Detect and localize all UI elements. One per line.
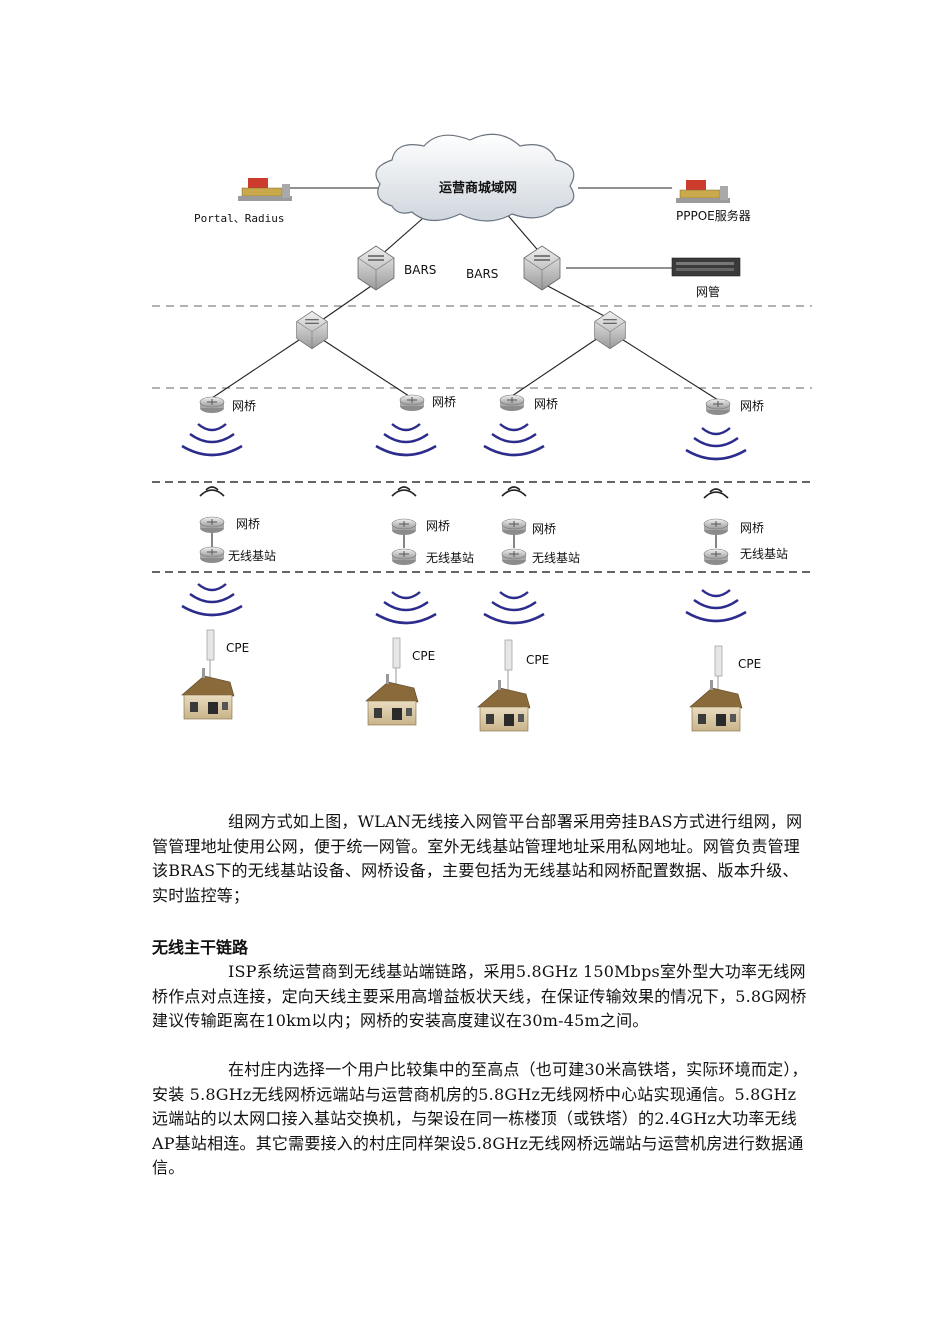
wireless-wave-icon [180,582,244,617]
base-station-label: 无线基站 [740,547,788,561]
cpe-label: CPE [526,653,549,667]
connection-lines [211,187,719,548]
bridge-label: 网桥 [532,522,556,536]
bras-right-label: BARS [466,267,498,281]
bridge-label: 网桥 [740,521,764,535]
access-column-1: 网桥 网桥 无线基站 CPE [180,396,276,720]
pppoe-server-icon [675,179,731,204]
wireless-wave-icon [482,590,546,625]
wireless-wave-icon [482,422,546,457]
dashed-divider-bold [152,481,812,573]
nms-label: 网管 [696,284,720,299]
cloud-label: 运营商城域网 [439,180,517,196]
cpe-label: CPE [226,641,249,655]
base-station-label: 无线基站 [228,549,276,563]
section-heading: 无线主干链路 [152,938,249,957]
dashed-divider [152,305,812,389]
bridge-icon [399,394,425,412]
portal-radius-server-icon [237,177,293,202]
wireless-wave-icon [684,588,748,623]
network-topology-diagram: 运营商城域网 Portal、Radius PPPOE服务器 BARS BARS … [152,133,812,732]
wireless-wave-icon [374,590,438,625]
bridge-icon [199,396,225,414]
bridge-icon [499,394,525,412]
network-management-server-icon [671,257,741,277]
house-icon [365,673,419,726]
wireless-wave-icon [180,422,244,457]
bridge-icon [703,518,729,536]
portal-radius-label: Portal、Radius [194,212,284,225]
wireless-wave-up-icon [199,486,225,497]
access-column-2: 网桥 网桥 无线基站 CPE [365,394,474,726]
bras-right-switch-icon [523,245,561,291]
cpe-icon [504,639,513,697]
access-column-4: 网桥 网桥 无线基站 CPE [684,398,788,732]
base-station-icon [501,548,527,566]
wireless-wave-up-icon [703,488,729,499]
metro-network-cloud: 运营商城域网 [375,133,575,222]
bras-left-switch-icon [357,245,395,291]
paragraph-backbone: ISP系统运营商到无线基站端链路，采用5.8GHz 150Mbps室外型大功率无… [152,960,812,1034]
bridge-icon [199,516,225,534]
paragraph-village-text: 在村庄内选择一个用户比较集中的至高点（也可建30米高铁塔，实际环境而定），安装 … [152,1060,808,1177]
wireless-wave-icon [684,426,748,461]
house-icon [477,679,531,732]
bridge-label: 网桥 [236,517,260,531]
bridge-label: 网桥 [426,519,450,533]
wireless-wave-up-icon [391,486,417,497]
paragraph-backbone-text: ISP系统运营商到无线基站端链路，采用5.8GHz 150Mbps室外型大功率无… [152,962,807,1030]
paragraph-networking: 组网方式如上图，WLAN无线接入网管平台部署采用旁挂BAS方式进行组网，网管管理… [152,810,812,908]
aggregation-switch-left-icon [296,310,328,350]
wireless-wave-icon [374,422,438,457]
pppoe-label: PPPOE服务器 [676,208,751,223]
bridge-label: 网桥 [740,399,764,413]
bras-left-label: BARS [404,263,436,277]
cpe-label: CPE [738,657,761,671]
base-station-icon [199,546,225,564]
bridge-icon [705,398,731,416]
paragraph-networking-text: 组网方式如上图，WLAN无线接入网管平台部署采用旁挂BAS方式进行组网，网管管理… [152,812,803,905]
house-icon [689,679,743,732]
bridge-label: 网桥 [232,399,256,413]
wireless-wave-up-icon [501,486,527,497]
paragraph-village: 在村庄内选择一个用户比较集中的至高点（也可建30米高铁塔，实际环境而定），安装 … [152,1058,812,1181]
bridge-icon [501,518,527,536]
base-station-icon [391,548,417,566]
aggregation-switch-right-icon [594,310,626,350]
cpe-label: CPE [412,649,435,663]
access-column-3: 网桥 网桥 无线基站 CPE [477,394,580,732]
house-icon [181,667,235,720]
base-station-icon [703,548,729,566]
bridge-label: 网桥 [432,395,456,409]
bridge-label: 网桥 [534,397,558,411]
base-station-label: 无线基站 [532,551,580,565]
base-station-label: 无线基站 [426,551,474,565]
bridge-icon [391,518,417,536]
